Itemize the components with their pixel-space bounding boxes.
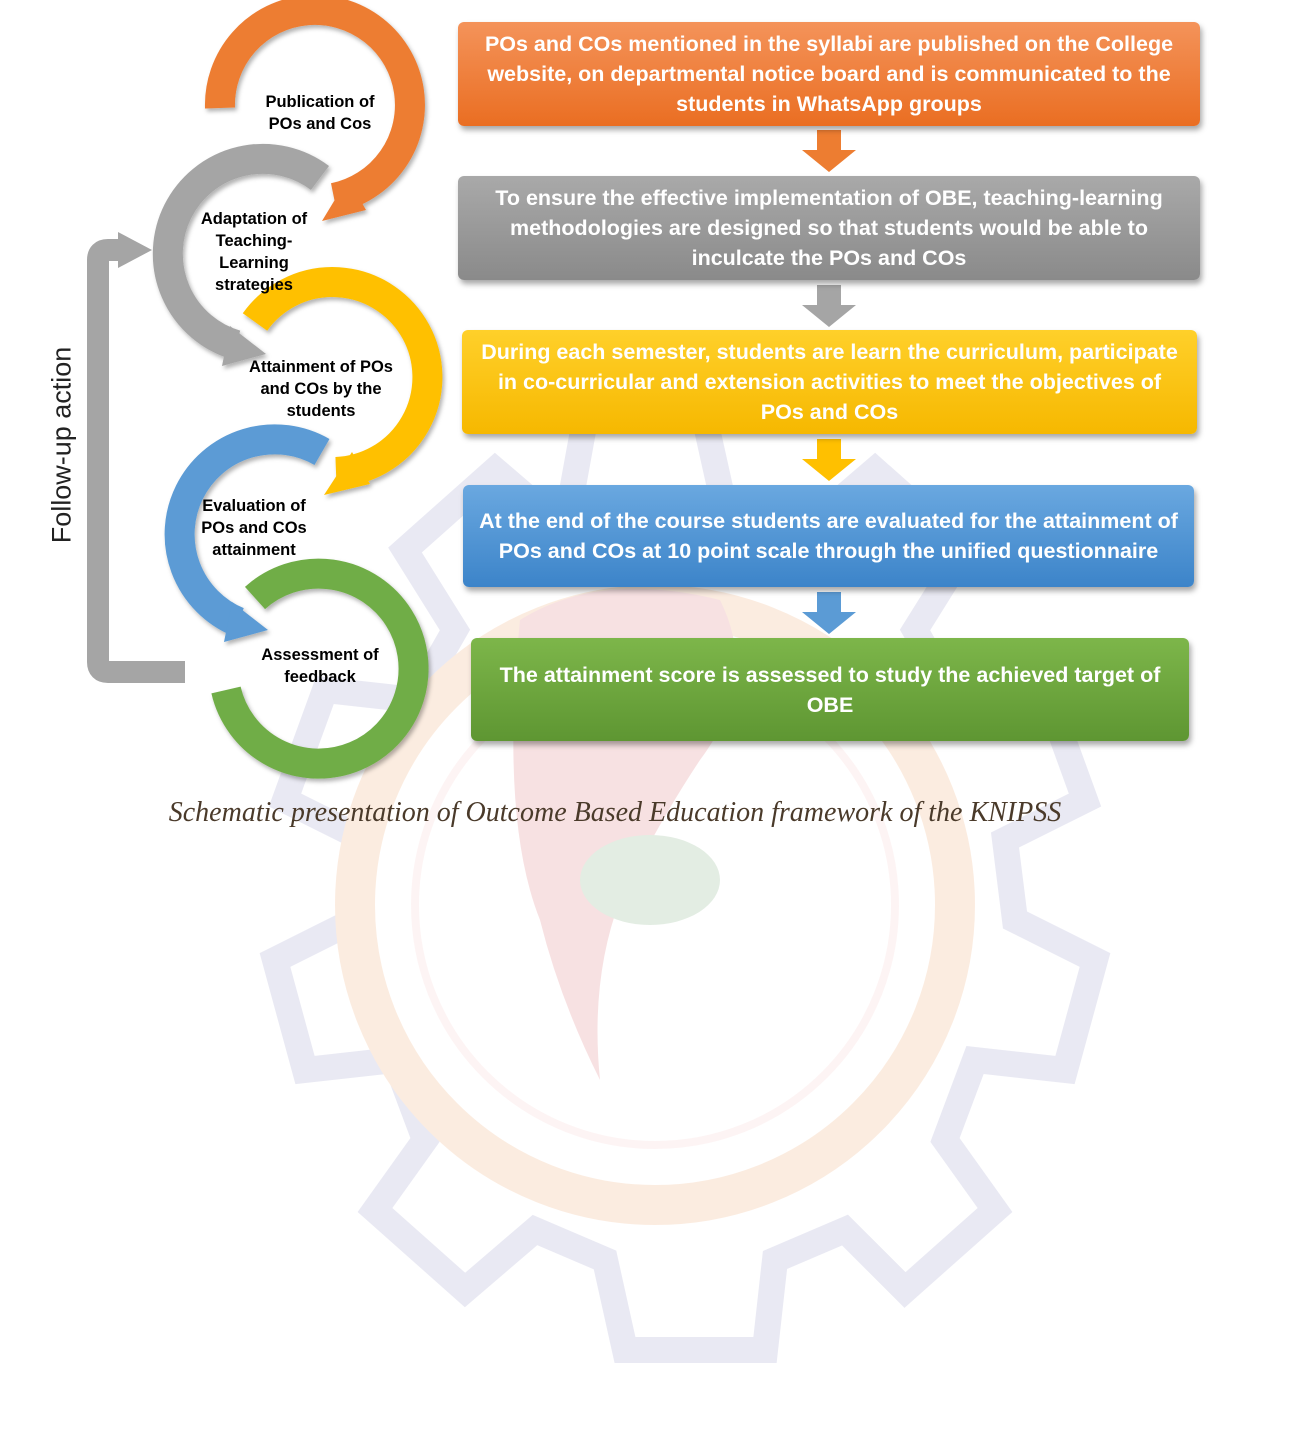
follow-up-arrowhead	[118, 232, 152, 268]
down-arrow-4	[802, 592, 856, 634]
step-box-semester: During each semester, students are learn…	[462, 330, 1197, 434]
down-arrow-3	[802, 439, 856, 481]
ring-attainment	[242, 267, 443, 495]
cycle-label-publication: Publication of POs and Cos	[265, 93, 375, 133]
down-arrow-2	[802, 285, 856, 327]
step-box-evaluation: At the end of the course students are ev…	[463, 485, 1194, 587]
ring-adaptation	[152, 143, 330, 366]
follow-up-arrow	[87, 239, 185, 683]
step-box-methodology: To ensure the effective implementation o…	[458, 176, 1200, 280]
ring-evaluation	[164, 424, 330, 642]
figure-caption: Schematic presentation of Outcome Based …	[168, 797, 1062, 828]
cycle-label-attainment: Attainment of POs and COs by the student…	[249, 358, 393, 420]
step-box-publication: POs and COs mentioned in the syllabi are…	[458, 22, 1200, 126]
cycle-label-adaptation: Adaptation of Teaching-Learning strategi…	[200, 210, 308, 294]
cycle-label-feedback: Assessment of feedback	[261, 646, 379, 686]
cycle-label-evaluation: Evaluation of POs and COs attainment	[201, 497, 307, 559]
follow-up-label: Follow-up action	[46, 346, 77, 544]
step-box-assessment: The attainment score is assessed to stud…	[471, 638, 1189, 741]
ring-feedback	[211, 558, 429, 779]
down-arrow-1	[802, 130, 856, 172]
ring-publication	[204, 0, 425, 221]
